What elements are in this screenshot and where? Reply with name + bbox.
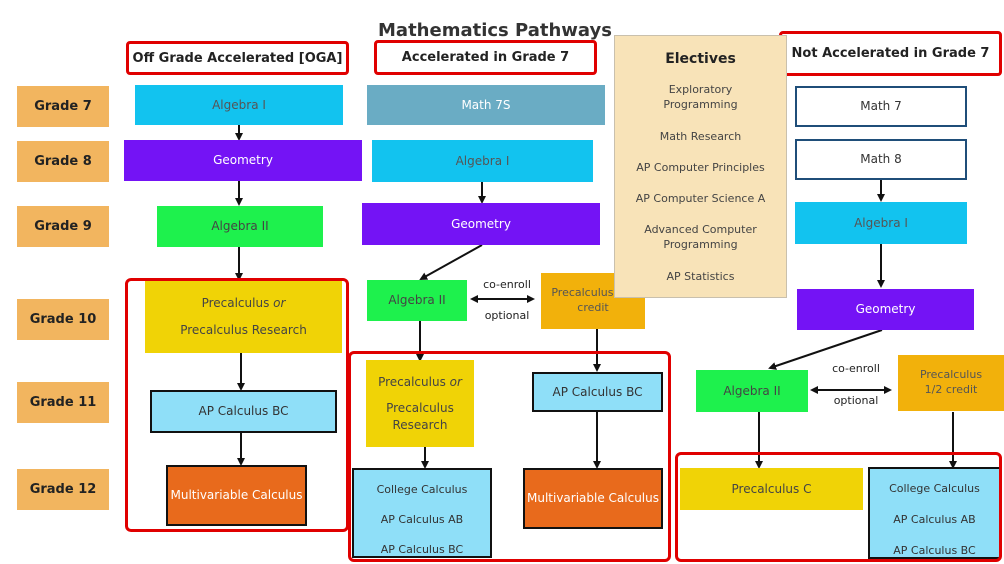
grade-label-8: Grade 8	[17, 141, 109, 182]
acc7-precalc-line2: Precalculus Research	[386, 401, 454, 432]
column-header-acc7: Accelerated in Grade 7	[374, 40, 597, 75]
not-acc7-grade8-course: Math 8	[795, 139, 967, 180]
acc7-grade12-multivariable: Multivariable Calculus	[523, 468, 663, 529]
grade-label-10: Grade 10	[17, 299, 109, 340]
elective-item-6: AP Statistics	[666, 270, 735, 283]
elective-item-4: AP Computer Science A	[635, 192, 766, 205]
acc7-calc-option-2: AP Calculus AB	[380, 513, 464, 526]
not-acc7-calc-option-2: AP Calculus AB	[893, 513, 976, 526]
acc7-grade7-course: Math 7S	[367, 85, 605, 125]
grade-label-9: Grade 9	[17, 206, 109, 247]
oga-grade12-course: Multivariable Calculus	[166, 465, 307, 526]
not-acc7-co-enroll-label: co-enroll	[832, 362, 880, 375]
not-acc7-grade12-calc-options: College Calculus AP Calculus AB AP Calcu…	[868, 467, 1001, 559]
elective-item-3: AP Computer Principles	[636, 161, 765, 174]
oga-precalc-line2: Precalculus Research	[180, 322, 307, 337]
grade-label-12: Grade 12	[17, 469, 109, 510]
not-acc7-grade12-precalc-c: Precalculus C	[680, 468, 863, 510]
acc7-grade8-course: Algebra I	[372, 140, 593, 182]
elective-item-5: Advanced Computer Programming	[644, 223, 757, 252]
elective-item-1: Exploratory Programming	[663, 83, 738, 112]
not-acc7-calc-option-3: AP Calculus BC	[893, 544, 976, 557]
elective-item-2: Math Research	[659, 130, 742, 143]
oga-precalc-line1: Precalculus	[201, 296, 270, 311]
grade-label-11: Grade 11	[17, 382, 109, 423]
acc7-precalc-or: or	[449, 375, 462, 390]
oga-grade9-course: Algebra II	[157, 206, 323, 247]
not-acc7-grade9-course: Algebra I	[795, 202, 967, 244]
acc7-precalc-line1: Precalculus	[378, 375, 446, 390]
acc7-calc-option-1: College Calculus	[376, 483, 468, 496]
acc7-grade10-course: Algebra II	[367, 280, 467, 321]
acc7-optional-label: optional	[484, 309, 530, 322]
electives-panel: Electives Exploratory Programming Math R…	[614, 35, 787, 298]
oga-precalc-or: or	[273, 296, 286, 311]
column-header-oga: Off Grade Accelerated [OGA]	[126, 41, 349, 75]
acc7-grade11-precalc: Precalculus or Precalculus Research	[366, 360, 474, 447]
not-acc7-calc-option-1: College Calculus	[889, 482, 980, 495]
grade-label-7: Grade 7	[17, 86, 109, 127]
acc7-grade11-ap-calc-bc: AP Calculus BC	[532, 372, 663, 412]
page-title: Mathematics Pathways	[378, 20, 612, 41]
not-acc7-optional-label: optional	[833, 394, 879, 407]
not-acc7-grade11-course: Algebra II	[696, 370, 808, 412]
acc7-calc-option-3: AP Calculus BC	[380, 543, 464, 556]
acc7-precalc-half-credit: Precalculus 1/2 credit	[541, 273, 645, 329]
not-acc7-precalc-half-credit: Precalculus 1/2 credit	[898, 355, 1004, 411]
oga-grade10-course: Precalculus or Precalculus Research	[145, 280, 342, 353]
acc7-grade9-course: Geometry	[362, 203, 600, 245]
not-acc7-grade10-course: Geometry	[797, 289, 974, 330]
not-acc7-grade7-course: Math 7	[795, 86, 967, 127]
oga-grade11-course: AP Calculus BC	[150, 390, 337, 433]
acc7-grade12-calc-options: College Calculus AP Calculus AB AP Calcu…	[352, 468, 492, 558]
electives-title: Electives	[665, 51, 736, 67]
oga-grade7-course: Algebra I	[135, 85, 343, 125]
oga-grade8-course: Geometry	[124, 140, 362, 181]
acc7-co-enroll-label: co-enroll	[483, 278, 531, 291]
